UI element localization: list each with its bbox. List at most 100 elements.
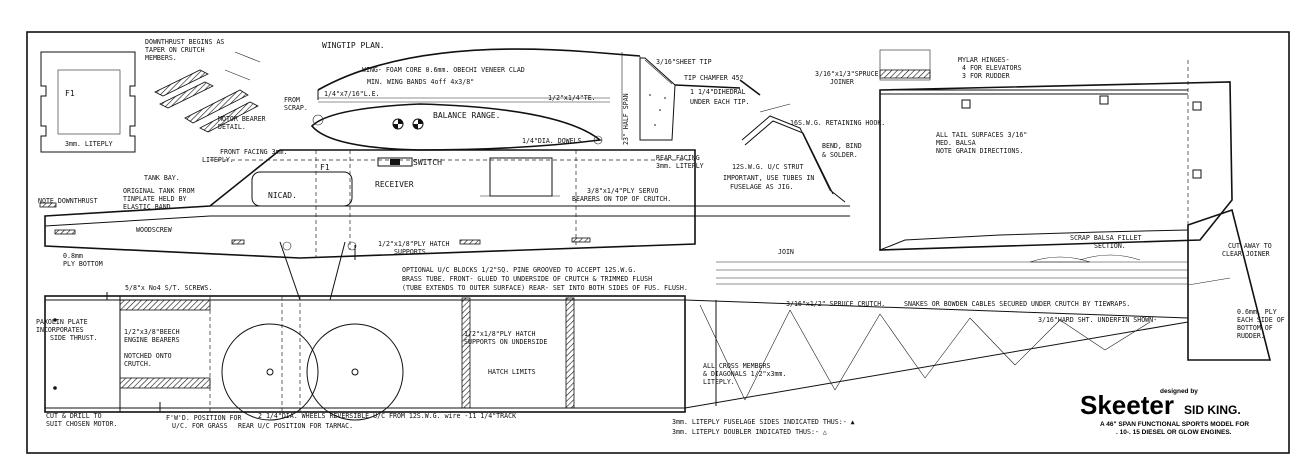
title-subtitle-1: A 46" SPAN FUNCTIONAL SPORTS MODEL FOR <box>1100 421 1249 428</box>
spruce-crutch-label: 3/16"x1/2" SPRUCE CRUTCH. <box>786 300 885 308</box>
brass-tube-label: BRASS TUBE. FRONT- GLUED TO UNDERSIDE OF… <box>402 275 652 283</box>
bend-bind-label: BEND, BIND <box>822 142 862 150</box>
joiner-label: JOINER <box>830 78 854 86</box>
hatch-underside-label-2: SUPPORTS ON UNDERSIDE <box>464 338 547 346</box>
fuselage-side-view <box>39 103 850 301</box>
wing-foam-label: WING- FOAM CORE 0.6mm. OBECHI VENEER CLA… <box>362 66 525 74</box>
important-tubes-label: IMPORTANT, USE TUBES IN <box>723 174 814 182</box>
downthrust-begins-label: DOWNTHRUST BEGINS AS <box>145 38 224 46</box>
ply-rudder-label-3: BOTTOM OF <box>1237 324 1273 332</box>
elastic-band-label: ELASTIC BAND. <box>123 203 175 211</box>
tailplane-and-fin <box>879 49 1272 361</box>
beech-label-2: ENGINE BEARERS <box>124 336 180 344</box>
cut-drill-label-1: CUT & DRILL TO <box>46 412 102 420</box>
wingtip-plan <box>317 48 641 105</box>
woodscrew-label: WOODSCREW <box>136 226 172 234</box>
and-solder-label: & SOLDER. <box>822 151 858 159</box>
fuselage-jig-label: FUSELAGE AS JIG. <box>730 183 794 191</box>
fwd-position-label-1: F'W'D. POSITION FOR <box>166 414 241 422</box>
f1-liteply-label: 3mm. LITEPLY <box>65 140 113 148</box>
cross-members-label-3: LITEPLY. <box>703 378 735 386</box>
taper-crutch-label: TAPER ON CRUTCH <box>145 46 205 54</box>
wing-bands-label: MIN. WING BANDS 4off 4x3/8" <box>367 78 474 86</box>
scrap-label: SCRAP. <box>284 104 308 112</box>
rear-facing-label: REAR FACING <box>656 154 700 162</box>
members-label: MEMBERS. <box>145 54 177 62</box>
f1-former-detail: F1 3mm. LITEPLY <box>40 51 136 153</box>
hatch-supports-label: 1/2"x1/8"PLY HATCH <box>378 240 449 248</box>
fuselage-plan-view <box>44 292 1189 421</box>
tip-chamfer-label: TIP CHAMFER 45º <box>684 74 744 82</box>
hatch-supports-label-2: SUPPORTS <box>394 248 426 256</box>
plan-title: Skeeter <box>1080 390 1174 420</box>
f1-side-label: F1 <box>320 163 330 172</box>
notched-label-1: NOTCHED ONTO <box>124 352 172 360</box>
wingtip-plan-title: WINGTIP PLAN. <box>322 41 385 50</box>
retaining-hook-label: 16S.W.G. RETAINING HOOK. <box>790 119 885 127</box>
note-downthrust-label: NOTE DOWNTHRUST <box>38 197 98 205</box>
title-block: designed by Skeeter SID KING. A 46" SPAN… <box>1080 388 1249 436</box>
liteply-doubler-legend: 3mm. LITEPLY DOUBLER INDICATED THUS:- △ <box>672 428 827 436</box>
cross-members-label-1: ALL CROSS MEMBERS <box>703 362 771 370</box>
uc-strut-detail <box>741 103 846 203</box>
stabilizer-planks <box>716 261 1188 285</box>
paxolin-label-3: SIDE THRUST. <box>50 334 98 342</box>
ply-bottom-label-1: 0.8mm <box>63 252 83 260</box>
wheels-label: 2 1/4"DIA. WHEELS REVERSIBLE U/C FROM 12… <box>258 412 516 420</box>
balance-range-label: BALANCE RANGE. <box>433 111 500 120</box>
designed-by-label: designed by <box>1160 388 1198 395</box>
elevator-hinges-label: 4 FOR ELEVATORS <box>962 64 1022 72</box>
hatch-underside-label-1: 1/2"x1/8"PLY HATCH <box>464 330 535 338</box>
nicad-label: NICAD. <box>268 191 297 200</box>
ply-rudder-label-4: RUDDER. <box>1237 332 1265 340</box>
tank-bay-label: TANK BAY. <box>144 174 180 182</box>
tube-extends-label: (TUBE EXTENDS TO OUTER SURFACE) REAR- SE… <box>402 284 688 292</box>
dihedral-label: 1 1/4"DIHEDRAL <box>690 88 746 96</box>
title-subtitle-2: . 10-. 15 DIESEL OR GLOW ENGINES. <box>1116 429 1232 436</box>
dowels-label: 1/4"DIA. DOWELS <box>522 137 582 145</box>
fwd-position-label-2: U/C. FOR GRASS <box>172 422 228 430</box>
paxolin-label-2: INCORPORATES <box>36 326 84 334</box>
receiver-label: RECEIVER <box>375 180 414 189</box>
sheet-tip-label: 3/16"SHEET TIP <box>656 58 712 66</box>
designer-name: SID KING. <box>1184 403 1241 417</box>
underfin-label: 3/16"HARD SHT. UNDERFIN SHOWN- <box>1038 316 1157 324</box>
fillet-section-label: SECTION. <box>1094 242 1126 250</box>
spruce-joiner-label: 3/16"x1/3"SPRUCE <box>815 70 879 78</box>
from-scrap-label: FROM <box>284 96 300 104</box>
notched-label-2: CRUTCH. <box>124 360 152 368</box>
uc-strut-label: 12S.W.G. U/C STRUT <box>732 163 803 171</box>
wing-tip-sheet <box>639 57 761 141</box>
fillet-label: SCRAP BALSA FILLET <box>1070 234 1141 242</box>
hatch-limits-label: HATCH LIMITS <box>488 368 536 376</box>
clear-joiner-label: CLEAR JOINER <box>1222 250 1270 258</box>
rudder-hinges-label: 3 FOR RUDDER <box>962 72 1010 80</box>
under-tip-label: UNDER EACH TIP. <box>690 98 750 106</box>
front-facing-liteply-label: LITEPLY. <box>202 156 234 164</box>
snakes-label: SNAKES OR BOWDEN CABLES SECURED UNDER CR… <box>904 300 1130 308</box>
tinplate-label: TINPLATE HELD BY <box>123 195 187 203</box>
tail-surfaces-label: ALL TAIL SURFACES 3/16" <box>936 131 1027 139</box>
beech-label-1: 1/2"x3/8"BEECH <box>124 328 180 336</box>
switch-label: SWITCH <box>413 158 442 167</box>
cross-members-label-2: & DIAGONALS 1/2"x3mm. <box>703 370 786 378</box>
servo-bearers-label: 3/8"x1/4"PLY SERVO <box>587 187 658 195</box>
ply-rudder-label-2: EACH SIDE OF <box>1237 316 1285 324</box>
cut-drill-label-2: SUIT CHOSEN MOTOR. <box>46 420 117 428</box>
front-facing-label: FRONT FACING 3mm. <box>220 148 288 156</box>
ply-rudder-label-1: 0.6mm. PLY <box>1237 308 1277 316</box>
le-label: 1/4"x7/16"L.E. <box>324 90 380 98</box>
mylar-hinges-label: MYLAR HINGES- <box>958 56 1010 64</box>
optional-uc-label: OPTIONAL U/C BLOCKS 1/2"SQ. PINE GROOVED… <box>402 266 636 274</box>
half-span-label: 23" HALF SPAN <box>622 93 630 145</box>
servo-bearers-label-2: BEARERS ON TOP OF CRUTCH. <box>572 195 671 203</box>
rear-facing-liteply-label: 3mm. LITEPLY <box>656 162 704 170</box>
motor-bearer-detail-label: DETAIL. <box>218 123 246 131</box>
sheet-border <box>26 31 1290 454</box>
st-screws-label: 5/8"x No4 S/T. SCREWS. <box>125 284 212 292</box>
cut-away-label: CUT AWAY TO <box>1228 242 1272 250</box>
paxolin-label-1: PAXOLIN PLATE <box>36 318 88 326</box>
ply-bottom-label-2: PLY BOTTOM <box>63 260 103 268</box>
f1-former-label: F1 <box>65 89 75 98</box>
